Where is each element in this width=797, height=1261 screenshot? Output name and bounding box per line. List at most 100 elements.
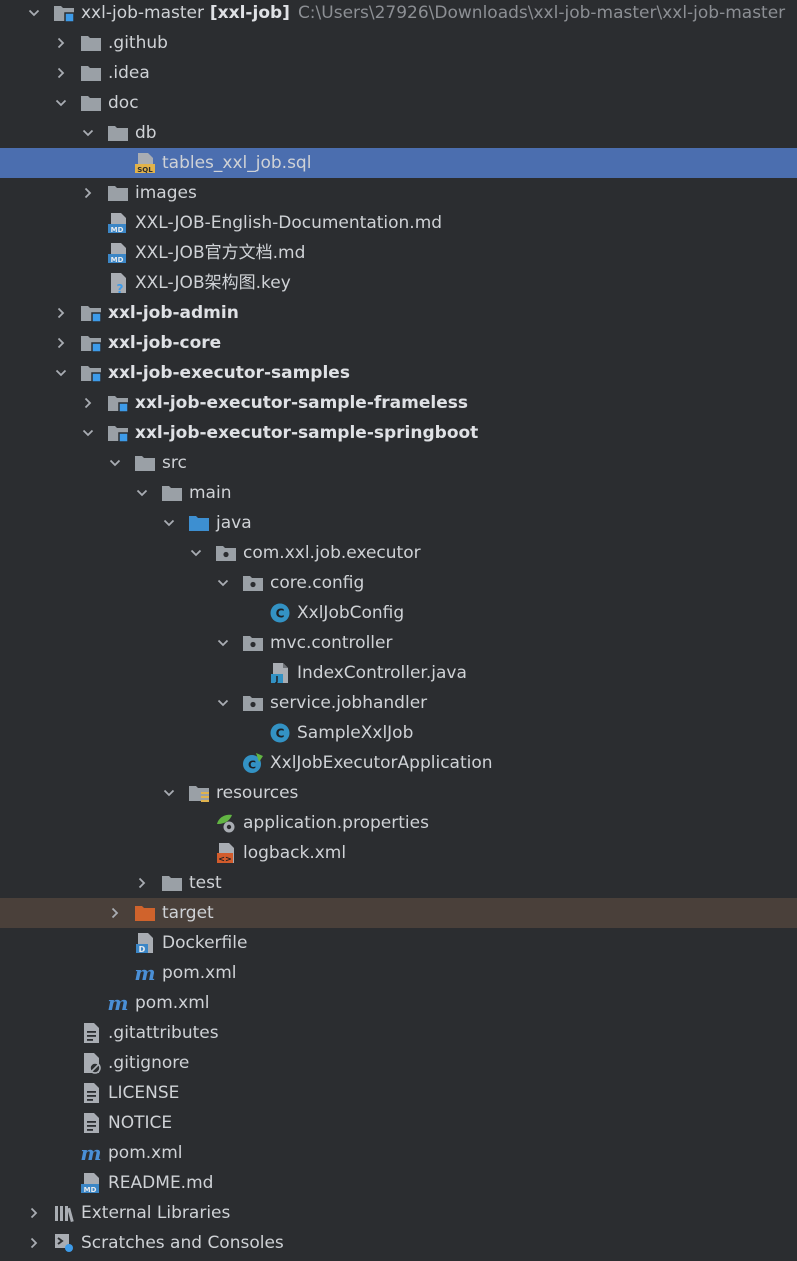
chevron-down-icon[interactable]	[53, 95, 69, 111]
svg-text:<>: <>	[218, 855, 231, 864]
chevron-right-icon[interactable]	[26, 1235, 42, 1251]
chevron-right-icon[interactable]	[80, 395, 96, 411]
chevron-right-icon[interactable]	[26, 1205, 42, 1221]
chevron-down-icon[interactable]	[161, 785, 177, 801]
markdown-file-icon: MD	[80, 1172, 102, 1194]
tree-item-label: xxl-job-master	[81, 3, 204, 23]
tree-row[interactable]: m pom.xml	[0, 1138, 797, 1168]
chevron-right-icon[interactable]	[53, 305, 69, 321]
tree-row[interactable]: service.jobhandler	[0, 688, 797, 718]
tree-row[interactable]: com.xxl.job.executor	[0, 538, 797, 568]
chevron-right-icon[interactable]	[53, 65, 69, 81]
tree-row[interactable]: .github	[0, 28, 797, 58]
tree-row[interactable]: SQL tables_xxl_job.sql	[0, 148, 797, 178]
chevron-down-icon[interactable]	[80, 125, 96, 141]
chevron-down-icon[interactable]	[26, 5, 42, 21]
tree-row[interactable]: External Libraries	[0, 1198, 797, 1228]
tree-row[interactable]: .gitattributes	[0, 1018, 797, 1048]
tree-row[interactable]: xxl-job-executor-samples	[0, 358, 797, 388]
unknown-file-icon: ?	[107, 272, 129, 294]
text-file-icon	[80, 1112, 102, 1134]
svg-text:m: m	[134, 962, 155, 984]
libraries-icon	[53, 1202, 75, 1224]
tree-row[interactable]: .idea	[0, 58, 797, 88]
spring-properties-icon	[215, 812, 237, 834]
maven-icon: m	[107, 992, 129, 1014]
tree-row[interactable]: xxl-job-core	[0, 328, 797, 358]
tree-item-label: application.properties	[243, 813, 429, 833]
tree-item-label: XxlJobConfig	[297, 603, 405, 623]
chevron-down-icon[interactable]	[161, 515, 177, 531]
tree-item-label: service.jobhandler	[270, 693, 428, 713]
tree-item-label: tables_xxl_job.sql	[162, 153, 312, 173]
tree-row[interactable]: ?XXL-JOB架构图.key	[0, 268, 797, 298]
tree-row[interactable]: xxl-job-admin	[0, 298, 797, 328]
dockerfile-icon: D	[134, 932, 156, 954]
chevron-down-icon[interactable]	[215, 635, 231, 651]
tree-item-label: pom.xml	[108, 1143, 183, 1163]
tree-row[interactable]: D Dockerfile	[0, 928, 797, 958]
chevron-down-icon[interactable]	[107, 455, 123, 471]
tree-row[interactable]: src	[0, 448, 797, 478]
project-path: C:\Users\27926\Downloads\xxl-job-master\…	[297, 3, 786, 23]
chevron-down-icon[interactable]	[215, 575, 231, 591]
tree-row[interactable]: resources	[0, 778, 797, 808]
svg-text:MD: MD	[111, 226, 124, 234]
tree-item-label: XxlJobExecutorApplication	[270, 753, 493, 773]
tree-row[interactable]: target	[0, 898, 797, 928]
svg-text:m: m	[80, 1142, 101, 1164]
tree-row[interactable]: xxl-job-executor-sample-frameless	[0, 388, 797, 418]
java-file-icon: J	[269, 662, 291, 684]
package-icon	[242, 632, 264, 654]
chevron-down-icon[interactable]	[188, 545, 204, 561]
tree-row[interactable]: db	[0, 118, 797, 148]
tree-row[interactable]: MD XXL-JOB-English-Documentation.md	[0, 208, 797, 238]
tree-row[interactable]: test	[0, 868, 797, 898]
tree-row[interactable]: xxl-job-executor-sample-springboot	[0, 418, 797, 448]
gitignore-file-icon	[80, 1052, 102, 1074]
resources-folder-icon	[188, 782, 210, 804]
tree-row[interactable]: java	[0, 508, 797, 538]
tree-row[interactable]: LICENSE	[0, 1078, 797, 1108]
tree-row[interactable]: core.config	[0, 568, 797, 598]
package-icon	[215, 542, 237, 564]
chevron-right-icon[interactable]	[80, 185, 96, 201]
svg-text:MD: MD	[84, 1186, 97, 1194]
chevron-down-icon[interactable]	[80, 425, 96, 441]
folder-icon	[107, 122, 129, 144]
tree-item-label: Dockerfile	[162, 933, 248, 953]
chevron-right-icon[interactable]	[53, 35, 69, 51]
tree-row[interactable]: xxl-job-master [xxl-job]C:\Users\27926\D…	[0, 0, 797, 28]
tree-row[interactable]: doc	[0, 88, 797, 118]
tree-row[interactable]: NOTICE	[0, 1108, 797, 1138]
tree-item-label: Scratches and Consoles	[81, 1233, 284, 1253]
tree-row[interactable]: <>logback.xml	[0, 838, 797, 868]
tree-row[interactable]: mvc.controller	[0, 628, 797, 658]
chevron-right-icon[interactable]	[134, 875, 150, 891]
package-icon	[242, 692, 264, 714]
svg-text:m: m	[107, 992, 128, 1014]
chevron-right-icon[interactable]	[53, 335, 69, 351]
svg-text:SQL: SQL	[137, 166, 153, 174]
tree-item-label: doc	[108, 93, 139, 113]
svg-text:J: J	[275, 675, 279, 684]
tree-row[interactable]: main	[0, 478, 797, 508]
chevron-down-icon[interactable]	[53, 365, 69, 381]
tree-item-label: SampleXxlJob	[297, 723, 414, 743]
tree-item-label: XXL-JOB-English-Documentation.md	[135, 213, 443, 233]
tree-row[interactable]: application.properties	[0, 808, 797, 838]
tree-row[interactable]: images	[0, 178, 797, 208]
chevron-down-icon[interactable]	[134, 485, 150, 501]
tree-row[interactable]: .gitignore	[0, 1048, 797, 1078]
chevron-down-icon[interactable]	[215, 695, 231, 711]
tree-row[interactable]: Scratches and Consoles	[0, 1228, 797, 1258]
chevron-right-icon[interactable]	[107, 905, 123, 921]
